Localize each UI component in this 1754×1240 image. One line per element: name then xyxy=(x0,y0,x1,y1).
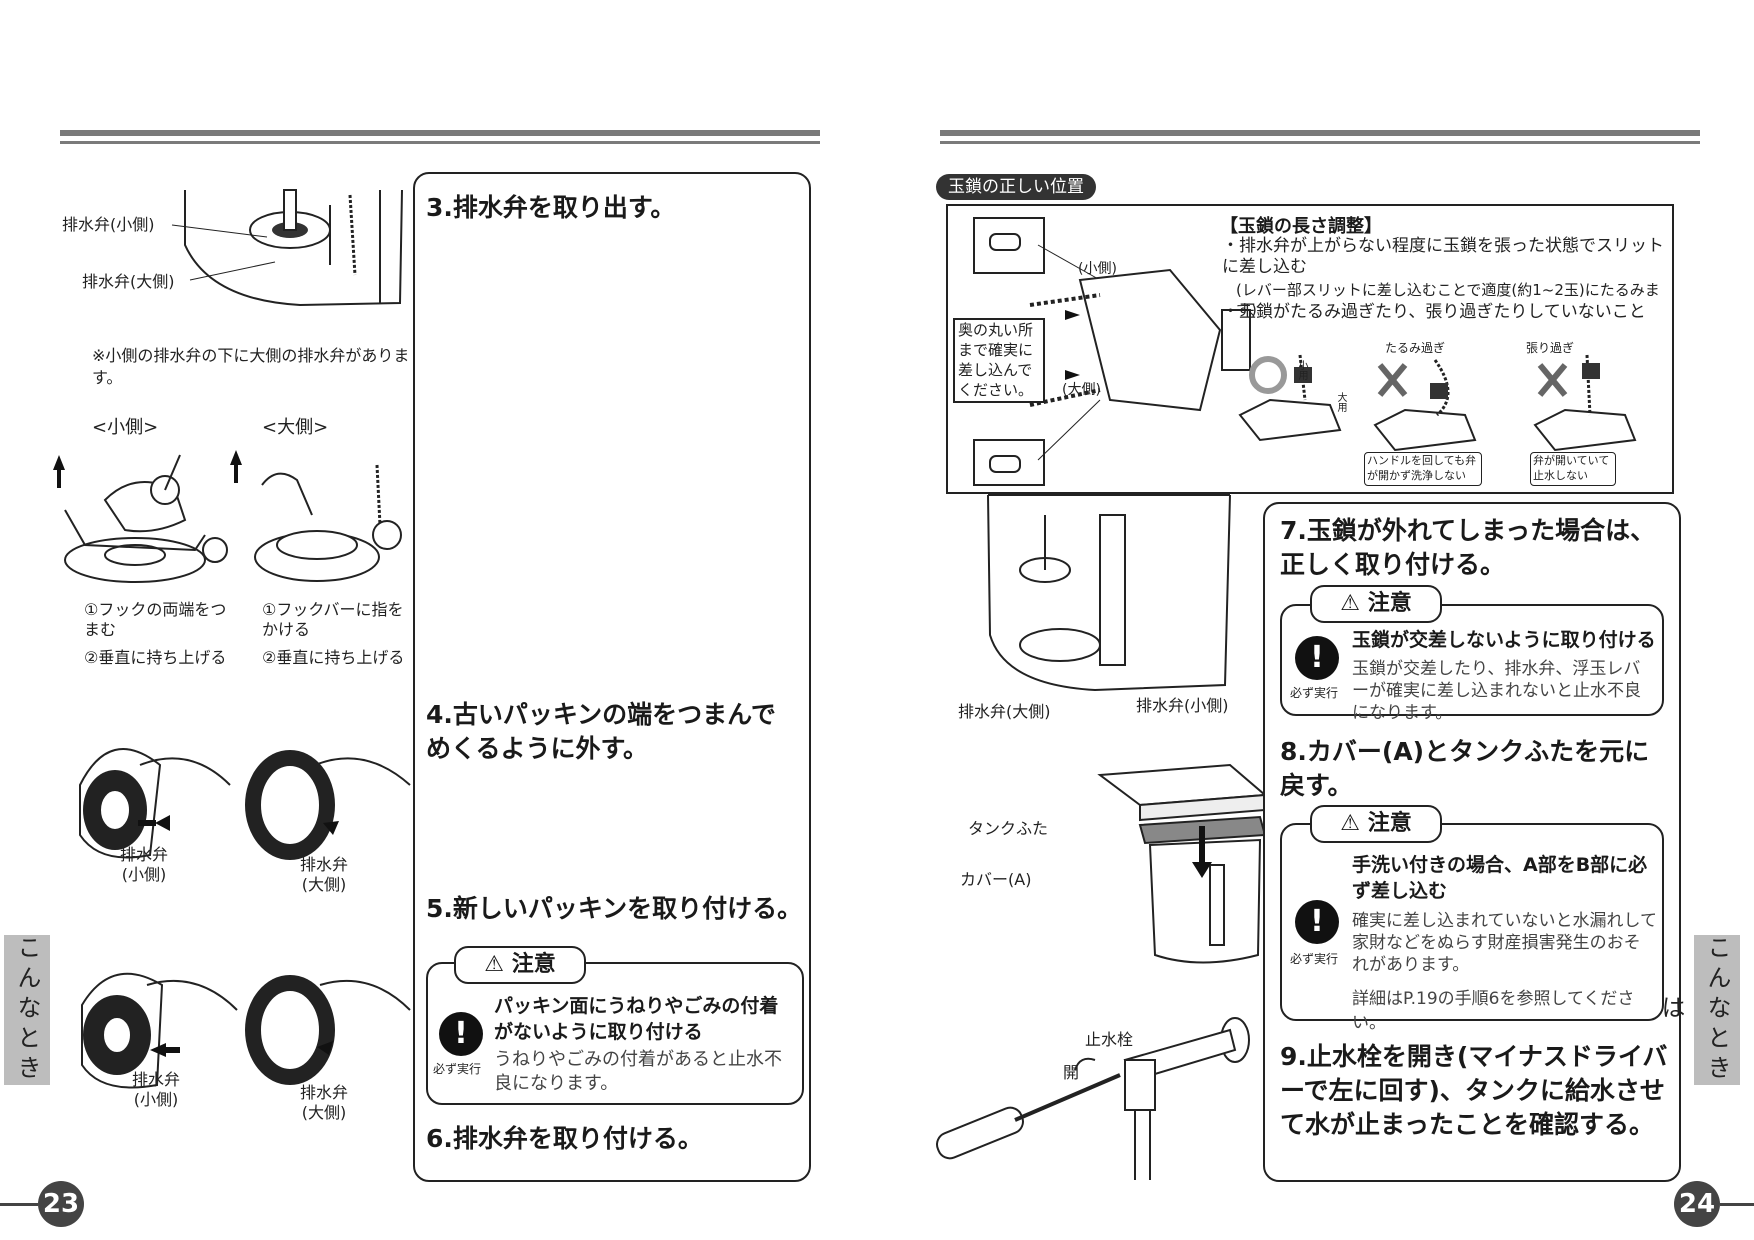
chain-small-side: (小側) xyxy=(1078,261,1117,277)
step-4: 4.古いパッキンの端をつまんでめくるように外す。 xyxy=(426,700,776,763)
adjust-line-2: (レバー部スリットに差し込むことで適度(約1~2玉)にたるみます) xyxy=(1236,281,1660,319)
open-label: 開 xyxy=(1063,1063,1080,1082)
down-arrow-head-icon xyxy=(1192,862,1212,878)
leader-large xyxy=(189,261,276,281)
chain-adjust-box xyxy=(946,204,1674,494)
drain-large-label: 排水弁(大側) xyxy=(82,272,175,291)
caution-box-8 xyxy=(1280,823,1664,1021)
packing-small-label: 排水弁 (小側) xyxy=(120,845,169,884)
tank-lid-label: タンクふた xyxy=(968,819,1049,838)
stop-valve-label: 止水栓 xyxy=(1085,1030,1134,1049)
too-tight-label: 張り過ぎ xyxy=(1526,341,1575,355)
must-do-label-left: 必ず実行 xyxy=(433,1062,482,1076)
caution-tag-left: ⚠ 注意 xyxy=(454,946,586,984)
warning-triangle-icon: ⚠ xyxy=(1340,811,1361,836)
stop-valve-screwdriver-illustration xyxy=(936,1017,1250,1180)
small-instruction-2: ②垂直に持ち上げる xyxy=(84,648,227,667)
packing-removal-small-illustration xyxy=(79,748,231,859)
adjust-title: 【玉鎖の長さ調整】 xyxy=(1220,216,1382,237)
adjust-line-3: ・玉鎖がたるみ過ぎたり、張り過ぎたりしていないこと xyxy=(1222,302,1646,322)
caution-ref-8: 詳細はP.19の手順6を参照してください。 xyxy=(1352,989,1635,1033)
mandatory-action-icon: ! xyxy=(1295,900,1339,944)
chain-correct-illustration xyxy=(1238,354,1342,442)
tank-drain-small-label: 排水弁(小側) xyxy=(1136,696,1229,715)
section-tab-left: こんなときは xyxy=(4,935,50,1085)
packing-install-small-illustration xyxy=(81,972,238,1089)
step-3: 3.排水弁を取り出す。 xyxy=(426,193,676,222)
large-valve-lift-illustration xyxy=(230,450,402,582)
tight-caption: 弁が開いていて止水しない xyxy=(1533,454,1610,482)
top-rule-right xyxy=(940,130,1700,144)
must-do-label-8: 必ず実行 xyxy=(1290,952,1339,966)
chain-diagram-illustration xyxy=(973,217,1251,486)
slack-caption: ハンドルを回しても弁が開かず洗浄しない xyxy=(1367,454,1477,482)
page-number-right: 24 xyxy=(1674,1181,1720,1227)
caution-title-7: 注意 xyxy=(1367,591,1412,616)
tank-drain-large-label: 排水弁(大側) xyxy=(958,702,1051,721)
too-slack-label: たるみ過ぎ xyxy=(1385,341,1446,355)
caution-tag-8: ⚠ 注意 xyxy=(1310,805,1442,843)
small-use-label: 小用 xyxy=(1296,360,1307,380)
caution-head-7: 玉鎖が交差しないように取り付ける xyxy=(1352,629,1656,651)
insert-note: 奥の丸い所まで確実に差し込んでください。 xyxy=(958,321,1034,399)
chain-tight-illustration xyxy=(1533,354,1637,452)
small-valve-lift-illustration xyxy=(53,454,228,583)
must-do-label-7: 必ず実行 xyxy=(1290,686,1339,700)
page-number-left: 23 xyxy=(38,1181,84,1227)
step-8: 8.カバー(A)とタンクふたを元に戻す。 xyxy=(1280,737,1650,800)
section-tab-right: こんなときは xyxy=(1657,935,1740,1085)
large-instruction-2: ②垂直に持ち上げる xyxy=(262,648,405,667)
packing-removal-large-illustration xyxy=(245,750,411,860)
chain-large-side: (大側) xyxy=(1062,382,1101,398)
caution-head-8: 手洗い付きの場合、A部をB部に必ず差し込む xyxy=(1352,854,1648,902)
page-line-right xyxy=(1720,1203,1754,1206)
warning-triangle-icon: ⚠ xyxy=(1340,591,1361,616)
step-9: 9.止水栓を開き(マイナスドライバーで左に回す)、タンクに給水させて水が止まった… xyxy=(1280,1042,1668,1139)
caution-tag-7: ⚠ 注意 xyxy=(1310,585,1442,623)
large-use-label: 大用 xyxy=(1335,392,1346,412)
insert-note-box xyxy=(953,318,1045,403)
step-7: 7.玉鎖が外れてしまった場合は、正しく取り付ける。 xyxy=(1280,516,1656,579)
packing-large-label: 排水弁 (大側) xyxy=(300,855,349,894)
slack-caption-box xyxy=(1364,452,1482,486)
warning-triangle-icon: ⚠ xyxy=(484,952,505,977)
drain-small-label: 排水弁(小側) xyxy=(62,215,155,234)
caution-box-left xyxy=(426,962,804,1105)
chain-slack-illustration xyxy=(1373,359,1477,452)
caution-body-left: うねりやごみの付着があると止水不良になります。 xyxy=(494,1049,782,1094)
packing-install-large-illustration xyxy=(245,975,411,1085)
install-small-label: 排水弁 (小側) xyxy=(132,1070,181,1109)
small-side-heading: <小側> xyxy=(92,417,159,438)
large-side-heading: <大側> xyxy=(262,417,329,438)
tank-lid-cover-illustration xyxy=(1097,763,1310,964)
install-large-label: 排水弁 (大側) xyxy=(300,1083,349,1122)
large-instruction-1: ①フックバーに指をかける xyxy=(262,600,404,639)
drain-valve-illustration xyxy=(184,189,403,307)
caution-head-left: パッキン面にうねりやごみの付着がないように取り付ける xyxy=(494,995,779,1043)
step-5: 5.新しいパッキンを取り付ける。 xyxy=(426,894,803,923)
tight-caption-box xyxy=(1530,452,1616,486)
tank-cutaway-illustration xyxy=(987,494,1231,692)
page-line-left xyxy=(0,1203,38,1206)
step-6: 6.排水弁を取り付ける。 xyxy=(426,1124,703,1153)
mandatory-action-icon: ! xyxy=(439,1012,483,1056)
caution-body-8: 確実に差し込まれていないと水漏れして家財などをぬらす財産損害発生のおそれがありま… xyxy=(1352,911,1657,975)
top-rule-left xyxy=(60,130,820,144)
valve-note: ※小側の排水弁の下に大側の排水弁があります。 xyxy=(92,346,410,387)
caution-title-8: 注意 xyxy=(1367,811,1412,836)
leader-small xyxy=(171,224,268,238)
cover-a-label: カバー(A) xyxy=(960,870,1032,889)
adjust-line-1: ・排水弁が上がらない程度に玉鎖を張った状態でスリットに差し込む xyxy=(1222,236,1664,277)
down-arrow-icon xyxy=(1199,826,1205,864)
small-instruction-1: ①フックの両端をつまむ xyxy=(84,600,227,639)
caution-body-7: 玉鎖が交差したり、排水弁、浮玉レバーが確実に差し込まれないと止水不良になります。 xyxy=(1352,659,1641,723)
mandatory-action-icon: ! xyxy=(1295,636,1339,680)
chain-position-badge: 玉鎖の正しい位置 xyxy=(936,174,1096,200)
caution-title-left: 注意 xyxy=(511,952,556,977)
